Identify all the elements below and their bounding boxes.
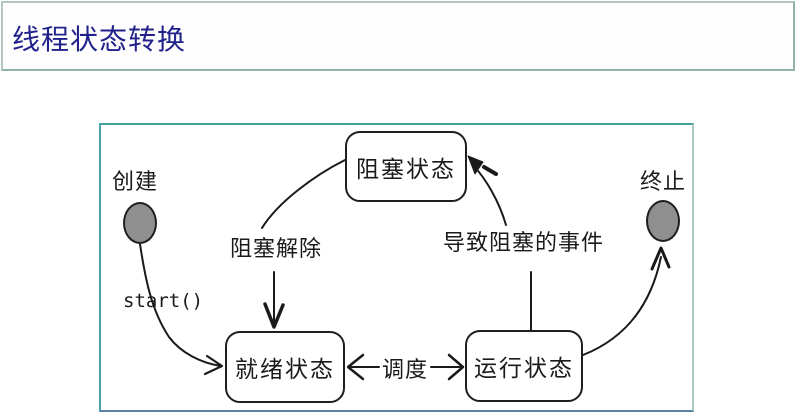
edge-event-curve: [472, 164, 507, 226]
blocked-state-label: 阻塞状态: [356, 156, 456, 183]
running-state-node: 运行状态: [465, 330, 583, 402]
start-call-label: start(): [123, 290, 204, 312]
edge-schedule-right-arrowhead: [447, 353, 465, 381]
ready-state-label: 就绪状态: [235, 357, 335, 383]
terminate-endpoint-circle: [646, 200, 680, 242]
edge-schedule-left-arrowhead: [346, 353, 365, 381]
edge-event-arrowhead: [467, 155, 484, 175]
diagram-edges: [139, 155, 671, 381]
page-title: 线程状态转换: [12, 23, 187, 56]
edge-unblock-curve: [261, 159, 346, 229]
create-label: 创建: [112, 170, 159, 195]
edge-unblock-arrowhead: [263, 302, 285, 329]
edge-start-arrowhead: [203, 354, 224, 376]
schedule-label: 调度: [382, 358, 429, 383]
edge-event-arrow-dash: [482, 165, 498, 176]
blocking-event-label: 导致阻塞的事件: [443, 231, 605, 256]
terminate-label: 终止: [640, 170, 687, 195]
running-state-label: 运行状态: [474, 356, 574, 382]
unblock-label: 阻塞解除: [230, 237, 323, 262]
ready-state-node: 就绪状态: [225, 331, 345, 403]
edge-terminate-arrowhead: [650, 246, 671, 271]
thread-state-diagram: 阻塞状态 就绪状态 运行状态 创建 终止 start() 阻塞解除 导致阻塞的事…: [99, 123, 694, 412]
title-bar: 线程状态转换: [1, 1, 795, 71]
blocked-state-node: 阻塞状态: [345, 131, 467, 202]
edge-start-curve: [139, 243, 222, 367]
create-endpoint-circle: [123, 202, 157, 244]
edge-terminate-curve: [582, 256, 662, 356]
